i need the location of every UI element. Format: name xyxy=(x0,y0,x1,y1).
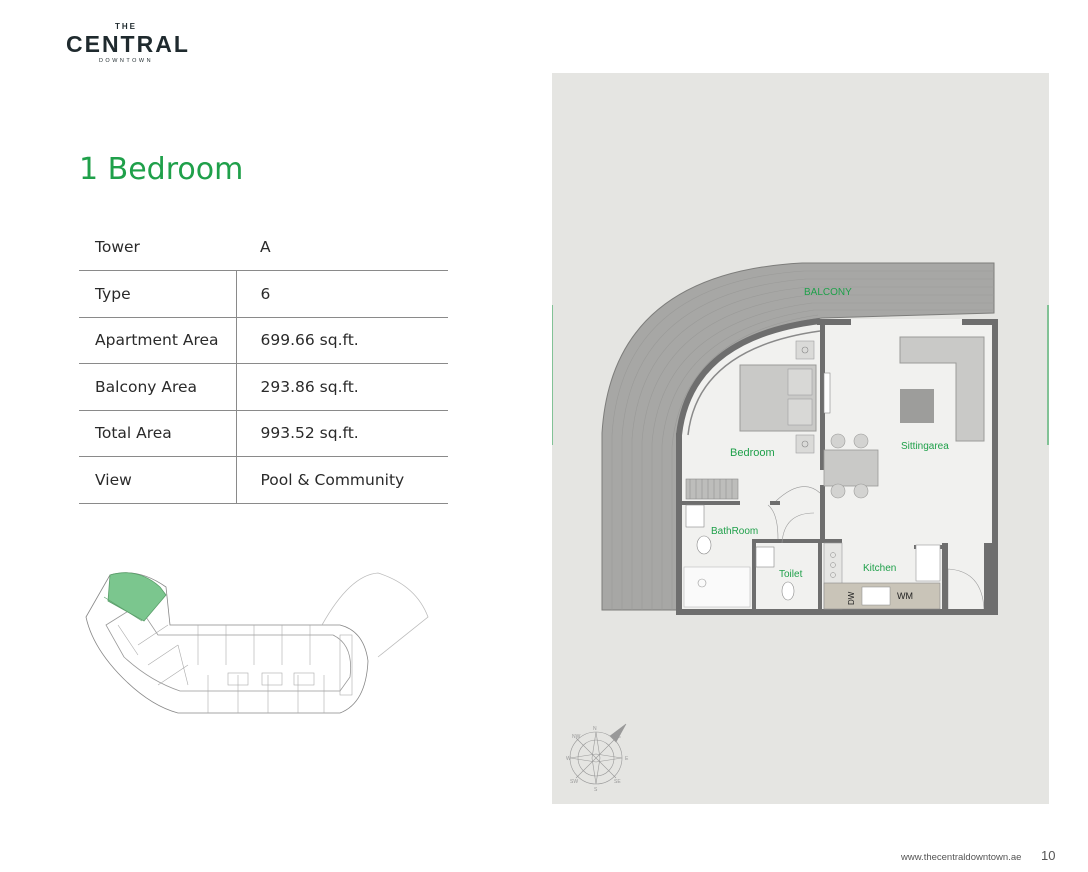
compass-e: E xyxy=(625,756,629,762)
logo-central: CENTRAL xyxy=(66,31,190,57)
compass-se: SE xyxy=(614,779,621,785)
floor-plan: BALCONY Bedroom Sittingarea BathRoom Toi… xyxy=(552,262,1049,793)
spec-label: Total Area xyxy=(79,409,237,457)
room-label-bedroom: Bedroom xyxy=(730,447,775,459)
spec-value: 993.52 sq.ft. xyxy=(236,409,448,457)
spec-table: Tower A Type 6 Apartment Area 699.66 sq.… xyxy=(79,224,448,504)
brand-logo: THE CENTRAL DOWNTOWN xyxy=(66,22,190,64)
spec-value: 6 xyxy=(236,270,448,317)
logo-the: THE xyxy=(115,22,137,31)
spec-label: Tower xyxy=(95,238,140,256)
key-plan xyxy=(85,572,429,714)
compass-w: W xyxy=(566,756,571,762)
table-row: Tower A xyxy=(79,224,448,271)
compass-ne: NE xyxy=(614,734,622,740)
logo-downtown: DOWNTOWN xyxy=(98,58,154,64)
compass-s: S xyxy=(594,787,598,793)
table-row: Apartment Area 699.66 sq.ft. xyxy=(79,316,448,364)
spec-value: A xyxy=(260,238,271,256)
table-row: Balcony Area 293.86 sq.ft. xyxy=(79,363,448,410)
spec-value: 293.86 sq.ft. xyxy=(236,363,448,410)
floor-plan-panel: BALCONY Bedroom Sittingarea BathRoom Toi… xyxy=(552,73,1049,804)
table-row: Type 6 xyxy=(79,270,448,317)
compass-nw: NW xyxy=(572,734,581,740)
room-label-bathroom: BathRoom xyxy=(711,526,758,537)
table-row: View Pool & Community xyxy=(79,456,448,504)
spec-label: Type xyxy=(79,270,237,317)
spec-label: Apartment Area xyxy=(79,316,237,364)
appliance-label-dw: DW xyxy=(847,591,856,605)
room-label-sitting: Sittingarea xyxy=(901,441,949,452)
spec-value: 699.66 sq.ft. xyxy=(236,316,448,364)
room-label-toilet: Toilet xyxy=(779,569,803,580)
table-row: Total Area 993.52 sq.ft. xyxy=(79,409,448,457)
dining-table xyxy=(823,449,879,487)
compass-n: N xyxy=(593,726,597,732)
footer-url: www.thecentraldowntown.ae xyxy=(901,852,1022,863)
spec-label: Balcony Area xyxy=(79,363,237,410)
room-label-kitchen: Kitchen xyxy=(863,563,896,574)
room-label-balcony: BALCONY xyxy=(804,287,852,298)
sofa xyxy=(899,336,985,442)
spec-value: Pool & Community xyxy=(236,456,448,504)
page-title: 1 Bedroom xyxy=(79,152,244,187)
spec-label: View xyxy=(79,456,237,504)
appliance-label-wm: WM xyxy=(897,591,913,601)
compass-sw: SW xyxy=(570,779,578,785)
page-number: 10 xyxy=(1041,848,1056,863)
compass-icon xyxy=(569,723,627,785)
